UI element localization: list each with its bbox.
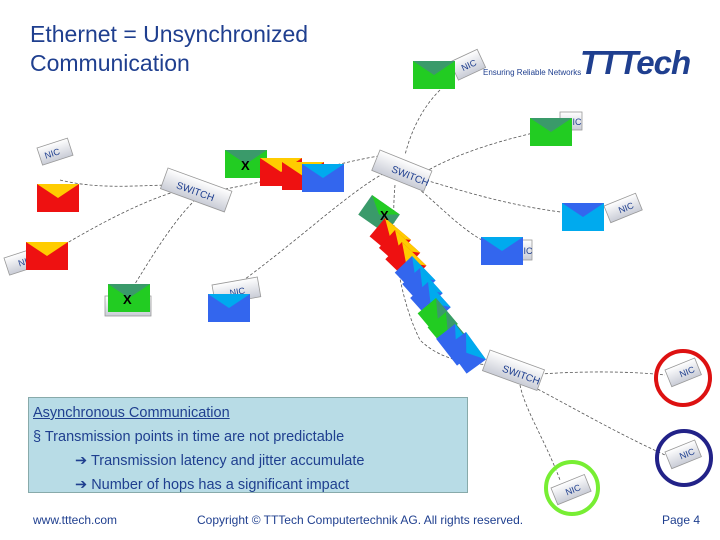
envelope-icon — [562, 203, 604, 231]
footer-url: www.tttech.com — [33, 513, 118, 527]
tttech-logo: TTTech — [580, 44, 691, 81]
collision-marker: X — [380, 208, 389, 223]
info-box: Asynchronous Communication § Transmissio… — [28, 397, 468, 493]
nic-label: NIC — [43, 146, 61, 160]
network-cables — [29, 89, 666, 481]
nic-box: NIC — [664, 357, 702, 388]
nic-box: NIC — [449, 48, 487, 81]
bullet-marker: § — [33, 429, 42, 445]
envelope-icon — [26, 242, 68, 270]
highlight-circle-navy — [655, 429, 713, 487]
title-line-2: Communication — [30, 50, 190, 76]
highlight-circle-green — [544, 460, 600, 516]
switch-box: SWITCH — [481, 349, 546, 392]
collision-marker: X — [123, 292, 132, 307]
envelope-icon — [302, 164, 344, 192]
info-sub-1: ➔ Transmission latency and jitter accumu… — [33, 449, 463, 473]
switch-box: SWITCH — [371, 149, 433, 192]
envelope-icon — [37, 184, 79, 212]
envelope-stack — [358, 195, 486, 374]
collision-marker: X — [241, 158, 250, 173]
envelope-icon — [108, 284, 150, 312]
nic-box: NIC — [36, 137, 74, 166]
arrow-icon: ➔ — [75, 453, 88, 469]
highlight-circle-red — [654, 349, 712, 407]
envelope-icon — [413, 61, 455, 89]
info-bullet: § Transmission points in time are not pr… — [33, 425, 463, 449]
nic-box: NIC — [664, 439, 702, 470]
nic-label: NIC — [517, 246, 533, 256]
info-sub-2: ➔ Number of hops has a significant impac… — [33, 473, 463, 497]
info-heading: Asynchronous Communication — [33, 405, 230, 421]
sub-text-2: Number of hops has a significant impact — [91, 477, 350, 493]
arrow-icon: ➔ — [75, 477, 88, 493]
envelope-icon — [208, 294, 250, 322]
nic-box: NIC — [603, 192, 643, 224]
title-line-1: Ethernet = Unsynchronized — [30, 21, 309, 47]
page-title: Ethernet = Unsynchronized Communication — [30, 20, 308, 78]
footer-copyright: Copyright © TTTech Computertechnik AG. A… — [197, 513, 524, 527]
sub-text-1: Transmission latency and jitter accumula… — [90, 453, 365, 469]
tagline: Ensuring Reliable Networks — [483, 68, 582, 77]
nic-box: NIC — [550, 473, 592, 506]
switch-box: SWITCH — [159, 167, 233, 213]
envelope-icon — [530, 118, 572, 146]
nic-label: NIC — [566, 117, 582, 127]
envelopes — [26, 61, 604, 322]
envelope-icon — [481, 237, 523, 265]
bullet-text: Transmission points in time are not pred… — [44, 429, 345, 445]
footer-page: Page 4 — [662, 513, 701, 527]
